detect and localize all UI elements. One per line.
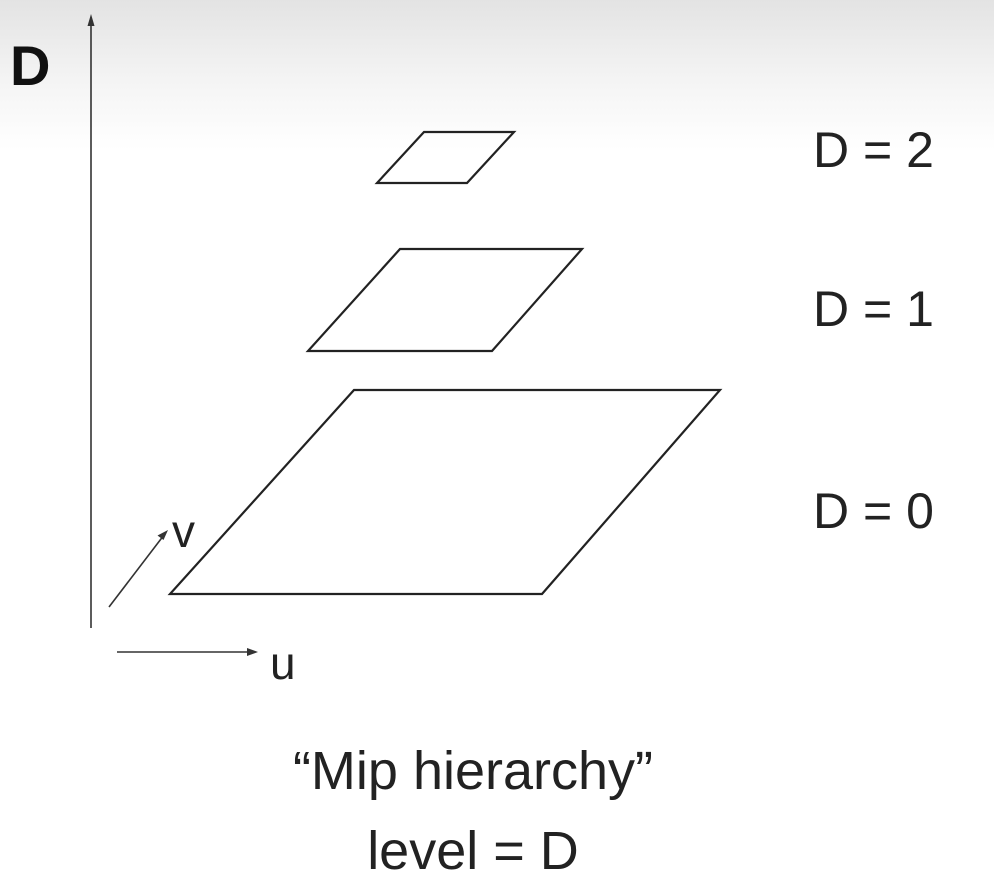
d-axis-label: D <box>10 34 51 97</box>
level-plane-d2 <box>374 130 517 185</box>
u-axis-label: u <box>270 637 296 689</box>
level-label-d1: D = 1 <box>813 281 934 337</box>
level-plane-d0 <box>167 388 723 596</box>
level-plane-d1 <box>305 247 585 353</box>
level-label-d2: D = 2 <box>813 122 934 178</box>
u-axis-arrowhead <box>247 648 258 656</box>
v-axis-arrowhead <box>157 530 168 540</box>
d-axis-arrowhead <box>87 14 95 26</box>
level-label-d0: D = 0 <box>813 483 934 539</box>
caption-subtitle: level = D <box>367 821 579 881</box>
v-axis-line <box>108 534 165 608</box>
caption-title: “Mip hierarchy” <box>292 741 654 801</box>
v-axis-label: v <box>172 505 195 557</box>
